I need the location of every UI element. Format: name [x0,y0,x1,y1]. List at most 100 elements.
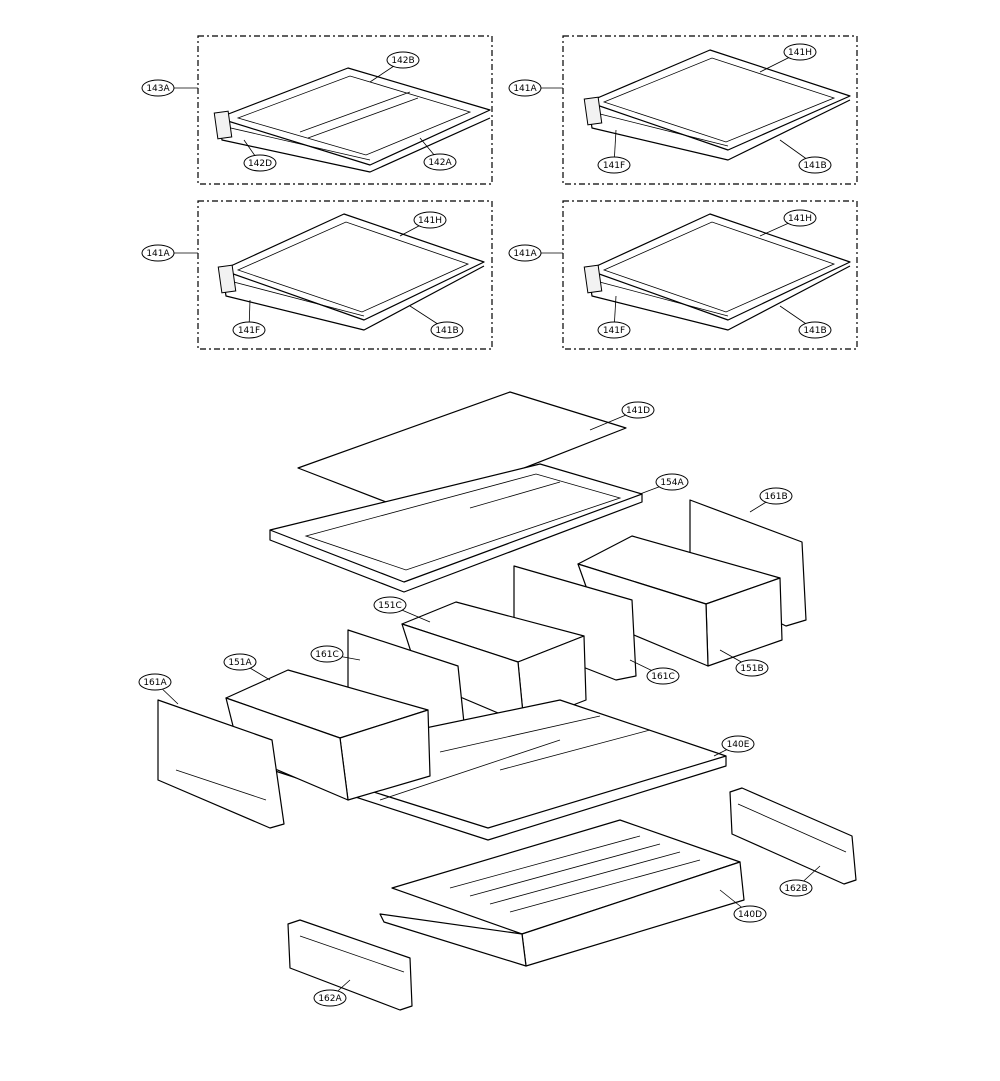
callout-bubble [310,645,344,663]
callout-bubble [798,156,832,174]
callout-bubble [430,321,464,339]
callout-bubble [232,321,266,339]
cover-frame [269,463,643,593]
callout-text: 141B [803,161,826,171]
callout-text: 142A [428,158,452,168]
callout-bubble [621,401,655,419]
callout-drawer-right: 151B [719,649,769,677]
callout-text: 151A [228,658,252,668]
callout-box4-right: 141B [779,305,832,339]
callout-text: 141B [435,326,458,336]
drawer-151a [225,669,431,801]
callout-text: 161B [764,492,787,502]
callout-text: 162B [784,884,807,894]
callout-rail-right: 162B [779,865,821,897]
callout-bubble [655,473,689,491]
callout-text: 141F [603,161,625,171]
callout-box4-assy: 141A [508,244,563,262]
callout-drawer-left: 151A [223,653,271,681]
dashed-frame [197,200,493,350]
callout-text: 161C [651,672,674,682]
callout-panel-middle-left: 161C [310,645,361,663]
glass-panel [297,391,627,513]
callout-text: 141B [803,326,826,336]
callout-bubble [798,321,832,339]
callout-text: 141A [513,249,537,259]
callout-bubble [735,659,769,677]
callout-box2-left: 141F [597,129,631,174]
callout-text: 154A [660,478,684,488]
bottom-tray [379,819,745,967]
callout-glass-top: 141D [589,401,655,431]
callout-box3-left: 141F [232,299,266,339]
shelf-outline [587,49,851,151]
callout-text: 143A [146,84,170,94]
shelf-assembly-141a-1 [562,35,858,185]
callout-text: 141D [626,406,650,416]
callout-panel-left: 161A [138,673,179,705]
callout-bubble [646,667,680,685]
callout-box3-right: 141B [409,305,464,339]
callout-bubble [759,487,793,505]
callout-text: 151B [740,664,763,674]
callout-box2-assy: 141A [508,79,563,97]
callout-box2-right: 141B [779,139,832,174]
callout-text: 161C [315,650,338,660]
callout-bubble [508,79,542,97]
rail-162a [287,919,413,1011]
callout-text: 151C [378,601,401,611]
callout-bubble [597,321,631,339]
callout-box1-right: 142A [419,137,457,171]
callout-text: 141H [788,48,812,58]
dashed-frame [562,35,858,185]
callout-rail-left: 162A [313,979,351,1007]
callout-bubble [508,244,542,262]
callout-text: 141H [418,216,442,226]
callout-box3-assy: 141A [141,244,198,262]
callout-box4-left: 141F [597,295,631,339]
callout-bubble [783,209,817,227]
callout-text: 141F [603,326,625,336]
callout-text: 142D [248,159,272,169]
callout-bubble [386,51,420,69]
callout-box4-top: 141H [759,209,817,237]
callout-text: 141A [513,84,537,94]
callout-bubble [223,653,257,671]
drawer-151c [401,601,587,725]
callout-bubble [141,79,175,97]
callout-text: 162A [318,994,342,1004]
shelf-assembly-141a-3 [562,200,858,350]
callout-base-shelf: 140E [713,735,755,757]
callout-bubble [733,905,767,923]
shelf-outline [587,213,851,321]
callout-box1-top: 142B [369,51,420,83]
callout-bubble [779,879,813,897]
callout-bubble [373,596,407,614]
rail-162b [729,787,857,885]
callout-bubble [721,735,755,753]
callout-box1-left: 142D [243,139,277,172]
callout-panel-middle-right: 161C [629,659,680,685]
callout-text: 140D [738,910,762,920]
callout-bottom-tray: 140D [719,889,767,923]
shelf-assembly-141a-2 [197,200,493,350]
callout-bubble [597,156,631,174]
panel-161a [157,699,285,829]
dashed-frame [562,200,858,350]
callout-bubble [313,989,347,1007]
callout-text: 141A [146,249,170,259]
callout-text: 140E [727,740,750,750]
callout-text: 141H [788,214,812,224]
callout-text: 142B [391,56,414,66]
callout-bubble [423,153,457,171]
callout-panel-right: 161B [749,487,793,513]
drawer-151b [577,535,783,667]
callout-text: 141F [238,326,260,336]
callout-labels: 143A 142B 142D 142A 141A 141H 141F 141B 141A 141H… [138,43,832,1007]
shelf-outline [217,67,491,166]
callout-cover-frame: 154A [639,473,689,495]
callout-bubble [243,154,277,172]
callout-bubble [138,673,172,691]
callout-text: 161A [143,678,167,688]
